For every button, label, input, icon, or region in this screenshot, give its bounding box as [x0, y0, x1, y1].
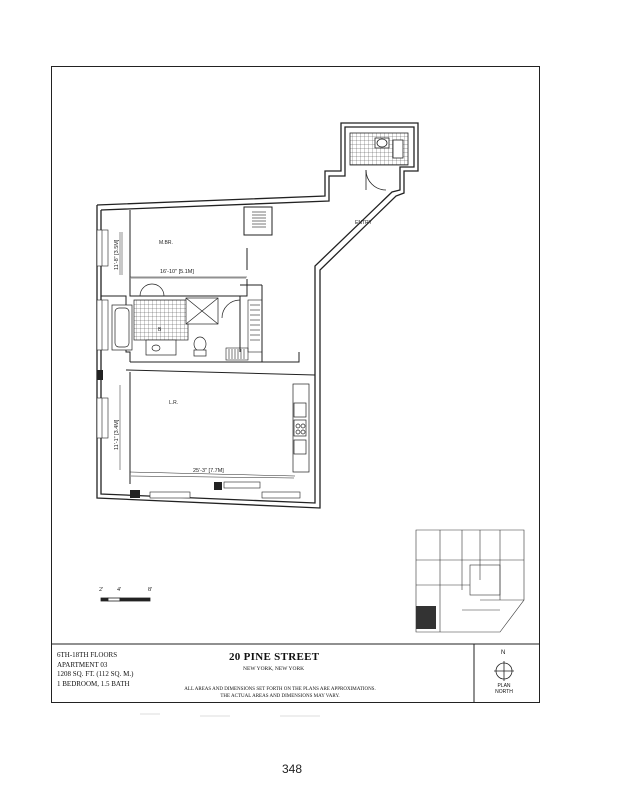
powder-room [349, 132, 409, 191]
unit-bedrooms: 1 BEDROOM, 1.5 BATH [57, 679, 130, 688]
dimension-lr-width: 25'-3" [7.7M] [193, 468, 224, 474]
dimension-mbr-depth: 11'-8" [3.5M] [114, 239, 120, 270]
columns [97, 370, 222, 498]
scale-mark-2: 2' [99, 587, 104, 593]
room-label-bath: B [158, 327, 162, 333]
interior-walls [101, 206, 316, 484]
disclaimer: ALL AREAS AND DIMENSIONS SET FORTH ON TH… [160, 686, 400, 700]
scale-mark-4: 4' [117, 587, 122, 593]
room-label-master-bedroom: M.BR. [159, 240, 173, 246]
dimension-mbr-width: 16'-10" [5.1M] [160, 269, 194, 275]
north-letter: N [501, 650, 506, 656]
north-caption: PLAN NORTH [488, 683, 520, 695]
unit-info: 6TH-18TH FLOORS APARTMENT 03 1208 SQ. FT… [57, 651, 133, 689]
unit-floors: 6TH-18TH FLOORS [57, 651, 118, 659]
unit-area: 1208 SQ. FT. (112 SQ. M.) [57, 670, 134, 678]
floor-plan-sheet [51, 66, 540, 703]
building-city: NEW YORK, NEW YORK [243, 666, 305, 672]
dimension-lines [119, 232, 295, 479]
north-arrow-icon [494, 661, 514, 681]
title-block-border [51, 643, 540, 703]
bathroom [111, 283, 241, 357]
unit-apartment: APARTMENT 03 [57, 660, 108, 669]
exterior-walls [96, 122, 419, 509]
windows [96, 229, 301, 499]
room-label-living-room: L.R. [169, 400, 179, 406]
key-plan-unit-highlight [416, 606, 436, 629]
north-caption-line-2: NORTH [495, 689, 513, 695]
page-number: 348 [282, 762, 303, 776]
disclaimer-line-1: ALL AREAS AND DIMENSIONS SET FORTH ON TH… [184, 687, 376, 692]
kitchen [292, 383, 310, 473]
dimension-lr-depth: 11'-1" [3.4M] [114, 419, 120, 450]
building-name: 20 PINE STREET [229, 651, 320, 663]
scan-noise [140, 713, 320, 717]
scale-bar [100, 597, 151, 602]
scale-mark-8: 8' [148, 587, 153, 593]
disclaimer-line-2: THE ACTUAL AREAS AND DIMENSIONS MAY VARY… [220, 694, 340, 699]
room-label-entry: ENTRY [355, 220, 372, 226]
closets [225, 211, 266, 361]
north-caption-line-1: PLAN [497, 683, 511, 689]
